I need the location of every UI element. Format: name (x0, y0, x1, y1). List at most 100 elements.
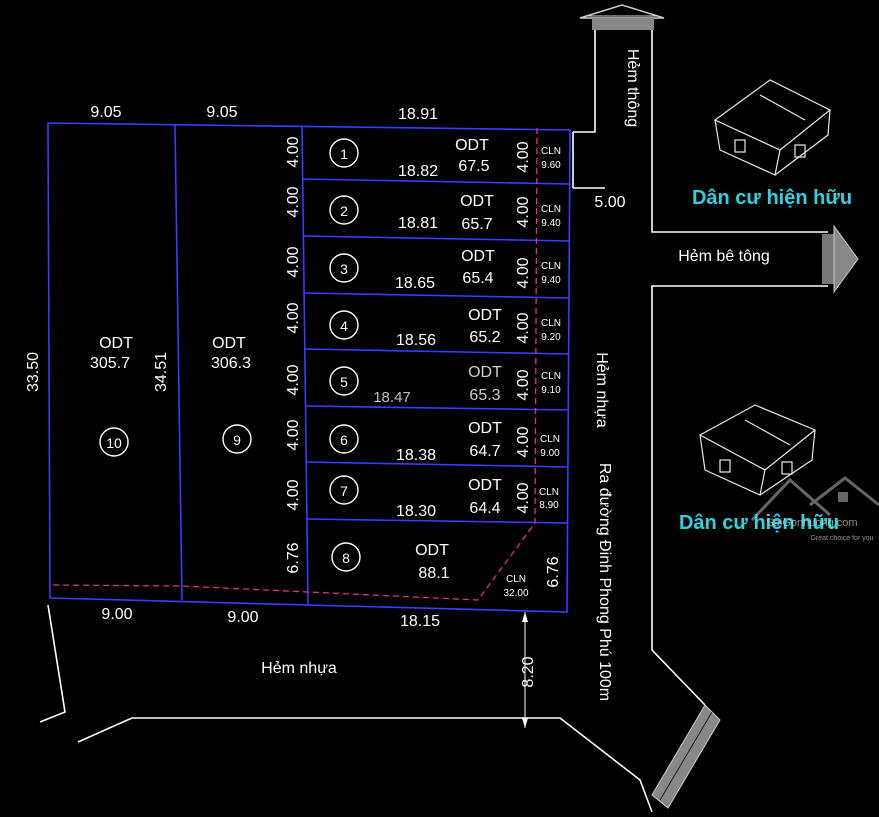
cln-label: CLN (541, 261, 561, 272)
lot-width: 4.00 (285, 364, 302, 395)
lot-5: 4.00 5 18.47 ODT 65.3 4.00 CLN 9.10 (285, 364, 561, 406)
lot-area: 64.4 (469, 500, 500, 517)
lot-length: 18.56 (396, 332, 436, 349)
cln-label: CLN (541, 371, 561, 382)
cln-width: 4.00 (515, 141, 532, 172)
dim-bottom-left: 9.00 (101, 606, 132, 623)
street-hem-thong: Hẻm thông (624, 49, 641, 127)
lot-type: ODT (468, 477, 502, 494)
lot-type: ODT (468, 307, 502, 324)
lot-2: 4.00 2 18.81 ODT 65.7 4.00 CLN 9.40 (285, 186, 561, 233)
lot-type: ODT (460, 193, 494, 210)
plot-boundaries (47, 122, 571, 613)
dim-top-mid: 9.05 (206, 104, 237, 121)
dim-lot8-right: 6.76 (545, 556, 562, 587)
lot-area: 67.5 (458, 158, 489, 175)
lot-area: 64.7 (469, 443, 500, 460)
lot-type: ODT (468, 420, 502, 437)
dim-bottom-mid: 9.00 (227, 609, 258, 626)
lot-area: 65.3 (469, 387, 500, 404)
lot-type: ODT (415, 542, 449, 559)
lot-number: 6 (340, 432, 348, 448)
cln-label: CLN (541, 146, 561, 157)
cln-width: 4.00 (515, 257, 532, 288)
lot8-width: 6.76 (285, 542, 302, 573)
lot9-type: ODT (212, 335, 246, 352)
lot-length: 18.38 (396, 447, 436, 464)
residential-label-top: Dân cư hiện hữu (692, 187, 852, 209)
cln-area: 9.20 (541, 332, 561, 343)
watermark-logo (750, 476, 879, 522)
lot-type: ODT (461, 248, 495, 265)
cln-label: CLN (506, 574, 526, 585)
south-arrow-icon (651, 704, 721, 809)
lot9-number: 9 (233, 432, 241, 448)
dim-left-height: 33.50 (25, 352, 42, 392)
cln-width: 4.00 (515, 196, 532, 227)
lot-type: ODT (455, 137, 489, 154)
lot-length: 18.47 (373, 389, 411, 406)
residential-label-bottom: Dân cư hiện hữu (679, 512, 839, 534)
lot-area: 88.1 (418, 565, 449, 582)
lot-7: 4.00 7 18.30 ODT 64.4 4.00 CLN 8.90 (285, 477, 559, 520)
lot-markers (329, 138, 361, 572)
cln-label: CLN (540, 434, 560, 445)
lot-width: 4.00 (285, 246, 302, 277)
dim-top-left: 9.05 (90, 104, 121, 121)
north-arrow-icon (579, 4, 665, 30)
lot-area: 65.2 (469, 329, 500, 346)
lot-number: 4 (340, 318, 348, 334)
cln-area: 9.60 (541, 160, 561, 171)
lot-length: 18.81 (398, 215, 438, 232)
cln-area: 32.00 (503, 588, 528, 599)
lot10-number: 10 (106, 435, 122, 451)
setback-lines (49, 127, 538, 601)
cln-width: 4.00 (515, 312, 532, 343)
lot-number: 1 (340, 146, 348, 162)
dim-bottom-right: 18.15 (400, 613, 440, 630)
cln-area: 8.90 (539, 500, 559, 511)
lot-number: 8 (342, 550, 350, 566)
lot-number: 3 (340, 261, 348, 277)
lot-length: 18.82 (398, 163, 438, 180)
watermark-brand: SaiGonhuong.com (766, 517, 857, 529)
dim-road-width: 5.00 (594, 194, 625, 211)
lot-area: 65.7 (461, 216, 492, 233)
lot-width: 4.00 (285, 479, 302, 510)
lot-length: 18.30 (396, 503, 436, 520)
cln-area: 9.00 (540, 448, 560, 459)
lot-width: 4.00 (285, 136, 302, 167)
lot10-type: ODT (99, 335, 133, 352)
lot-width: 4.00 (285, 302, 302, 333)
cln-area: 9.40 (541, 275, 561, 286)
lot-width: 4.00 (285, 419, 302, 450)
dim-top-right: 18.91 (398, 106, 438, 123)
lot-6: 4.00 6 18.38 ODT 64.7 4.00 CLN 9.00 (285, 419, 560, 464)
house-icon (713, 79, 832, 176)
house-icon (698, 404, 817, 496)
street-hem-be-tong: Hẻm bê tông (678, 248, 770, 265)
lot10-area: 305.7 (90, 355, 130, 372)
dim-road-bottom: 8.20 (520, 656, 537, 687)
cln-label: CLN (539, 487, 559, 498)
street-hem-nhua-bottom: Hẻm nhựa (261, 660, 337, 677)
street-hem-nhua-right: Hẻm nhựa (593, 352, 610, 428)
lot-type: ODT (468, 364, 502, 381)
east-arrow-icon (822, 224, 859, 294)
lot-3: 4.00 3 18.65 ODT 65.4 4.00 CLN 9.40 (285, 246, 561, 292)
lot-width: 4.00 (285, 186, 302, 217)
dimension-8-20 (522, 612, 528, 728)
lot-length: 18.65 (395, 275, 435, 292)
lot-number: 5 (340, 374, 348, 390)
lot9-area: 306.3 (211, 355, 251, 372)
lot-4: 4.00 4 18.56 ODT 65.2 4.00 CLN 9.20 (285, 302, 561, 349)
lot-number: 7 (340, 483, 348, 499)
dim-lot9-left: 34.51 (153, 352, 170, 392)
cln-width: 4.00 (515, 369, 532, 400)
cln-label: CLN (541, 204, 561, 215)
lot-number: 2 (340, 203, 348, 219)
street-ra-duong: Ra đường Đinh Phong Phú 100m (596, 463, 613, 701)
watermark-tagline: Great choice for you (810, 535, 873, 542)
cln-area: 9.40 (541, 218, 561, 229)
